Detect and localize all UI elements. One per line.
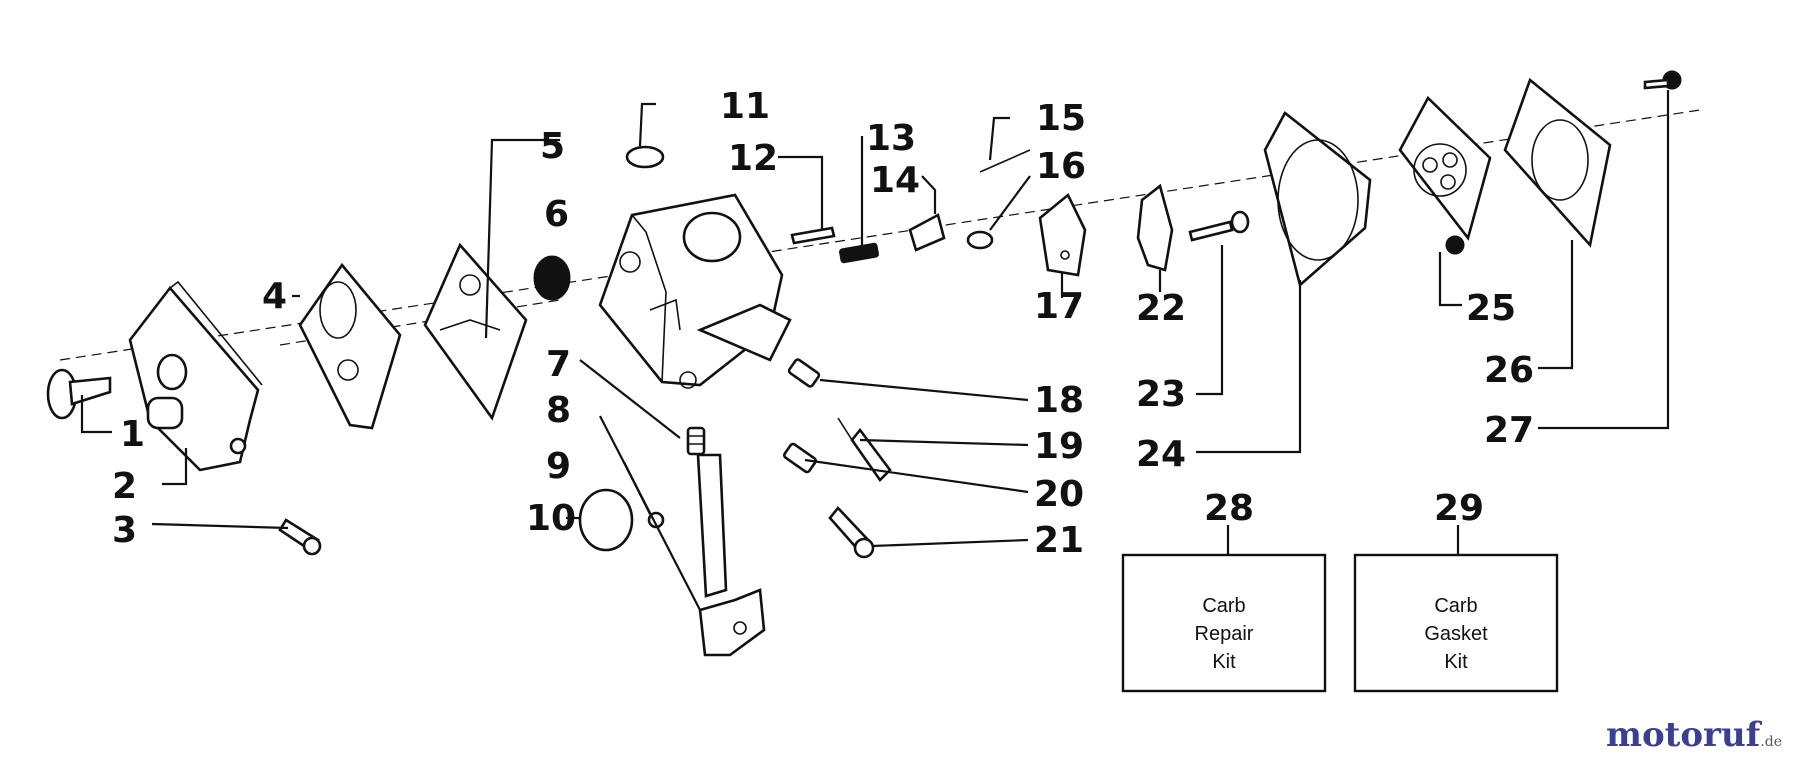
part-8-lever (696, 453, 766, 657)
callout-4: 4 (262, 276, 287, 317)
carburetor-body (598, 193, 792, 389)
callout-10: 10 (526, 498, 576, 539)
callout-23: 23 (1136, 374, 1186, 415)
callout-1: 1 (120, 414, 145, 455)
watermark-logo: motoruf.de (1606, 715, 1782, 755)
callout-21: 21 (1034, 520, 1084, 561)
callout-14: 14 (870, 160, 920, 201)
callout-3: 3 (112, 510, 137, 551)
callout-22: 22 (1136, 288, 1186, 329)
part-20-spring (783, 442, 817, 474)
kit-28-line2: Repair (1195, 623, 1254, 645)
callout-17: 17 (1034, 286, 1084, 327)
kit-28-box: Carb Repair Kit (1121, 553, 1327, 693)
part-18-spring (787, 358, 821, 388)
callout-26: 26 (1484, 350, 1534, 391)
callout-6: 6 (544, 194, 569, 235)
callout-20: 20 (1034, 474, 1084, 515)
part-26-cover (1503, 77, 1612, 248)
part-3-screw (278, 518, 322, 556)
part-19-needle (837, 417, 892, 483)
watermark-tld: .de (1760, 734, 1782, 750)
part-12-13-shaft-spring (790, 226, 879, 264)
callout-25: 25 (1466, 288, 1516, 329)
callout-15: 15 (1036, 98, 1086, 139)
part-10-disc (578, 488, 634, 552)
part-22-choke-plate (1136, 183, 1174, 272)
part-4-gasket (298, 262, 402, 430)
kit-29-box: Carb Gasket Kit (1353, 553, 1559, 693)
callout-5: 5 (540, 126, 565, 167)
part-1-screw (46, 368, 112, 420)
part-11-washer (625, 145, 665, 169)
callout-8: 8 (546, 390, 571, 431)
watermark-brand: motoruf (1606, 715, 1761, 755)
callout-19: 19 (1034, 426, 1084, 467)
part-5-diaphragm (423, 242, 528, 421)
callout-11: 11 (720, 86, 770, 127)
callout-24: 24 (1136, 434, 1186, 475)
part-15-pin (979, 149, 1031, 173)
part-21-needle (828, 506, 875, 559)
callout-2: 2 (112, 466, 137, 507)
callout-9: 9 (546, 446, 571, 487)
part-2-pump-cover (128, 280, 263, 472)
part-25-diaphragm (1398, 95, 1492, 255)
callout-16: 16 (1036, 146, 1086, 187)
part-23-screw (1188, 210, 1250, 242)
kit-29-line3: Kit (1444, 651, 1468, 673)
part-16-screw (966, 230, 994, 250)
callout-18: 18 (1034, 380, 1084, 421)
callout-13: 13 (866, 118, 916, 159)
kit-29-line1: Carb (1434, 595, 1477, 617)
callout-7: 7 (546, 344, 571, 385)
part-17-throttle-plate (1038, 192, 1087, 277)
callout-numbers: 1 2 3 4 5 6 7 8 9 10 11 12 13 14 15 16 1… (112, 86, 1534, 561)
part-24-gasket (1263, 111, 1372, 288)
callout-28: 28 (1204, 488, 1254, 529)
part-6-screen (533, 255, 571, 301)
callout-12: 12 (728, 138, 778, 179)
part-14-clip (908, 213, 946, 252)
kit-28-line3: Kit (1212, 651, 1236, 673)
leader-lines (80, 90, 1670, 611)
callout-29: 29 (1434, 488, 1484, 529)
part-27-screw (1643, 70, 1682, 90)
callout-27: 27 (1484, 410, 1534, 451)
part-7-spring (686, 426, 706, 456)
kit-29-line2: Gasket (1424, 623, 1488, 645)
kit-28-line1: Carb (1202, 595, 1245, 617)
